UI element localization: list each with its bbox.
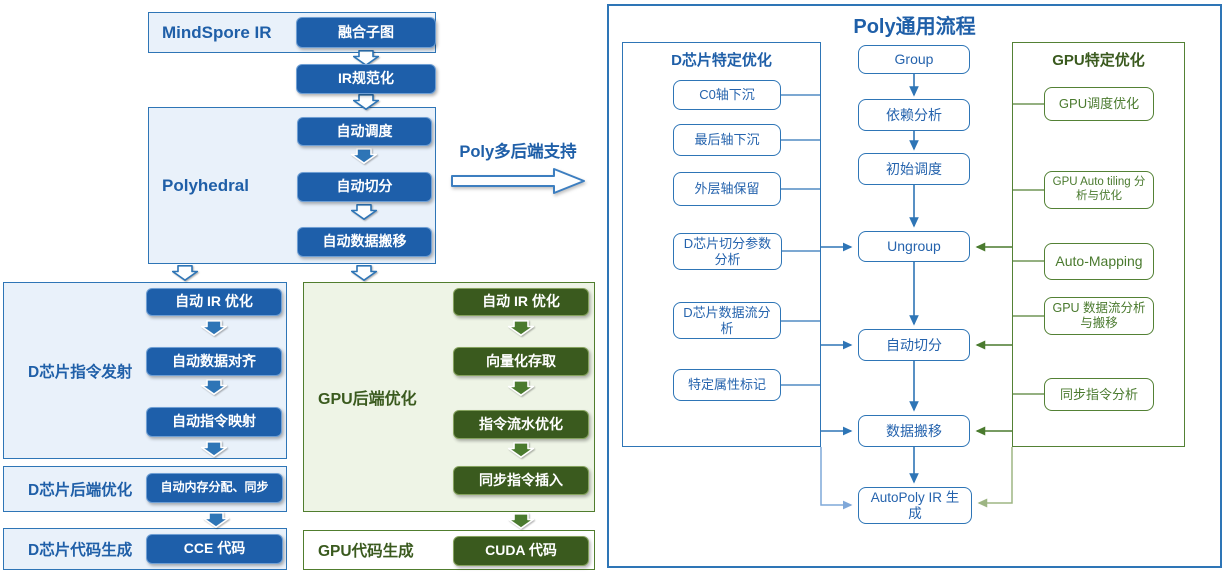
d-chip-backend-label: D芯片后端优化 xyxy=(28,482,133,499)
ungroup-box: Ungroup xyxy=(858,231,970,262)
polyhedral-label: Polyhedral xyxy=(162,175,249,195)
down-chevron-icon xyxy=(200,441,228,462)
down-chevron-icon xyxy=(507,513,535,534)
sync-instr-insert-node: 同步指令插入 xyxy=(453,466,589,495)
d-chip-codegen-label: D芯片代码生成 xyxy=(28,542,133,559)
cce-code-node: CCE 代码 xyxy=(146,534,283,564)
auto-tiling-node: 自动切分 xyxy=(297,172,432,202)
mindspore-ir-label: MindSpore IR xyxy=(162,22,272,42)
down-chevron-icon xyxy=(507,442,535,463)
auto-data-move-node: 自动数据搬移 xyxy=(297,227,432,257)
d-tiling-param-box: D芯片切分参数分析 xyxy=(673,233,782,270)
auto-tiling-box: 自动切分 xyxy=(858,329,970,361)
cuda-code-node: CUDA 代码 xyxy=(453,536,589,566)
c0-axis-sink-box: C0轴下沉 xyxy=(673,80,781,110)
fused-subgraph-node: 融合子图 xyxy=(296,17,436,48)
d-dataflow-box: D芯片数据流分析 xyxy=(673,302,781,339)
auto-mapping-box: Auto-Mapping xyxy=(1044,243,1154,280)
auto-schedule-node: 自动调度 xyxy=(297,117,432,146)
gpu-auto-ir-opt-node: 自动 IR 优化 xyxy=(453,288,589,316)
poly-flow-title: Poly通用流程 xyxy=(853,16,976,38)
data-move-box: 数据搬移 xyxy=(858,415,970,447)
down-chevron-icon xyxy=(350,204,378,225)
gpu-backend-label: GPU后端优化 xyxy=(318,391,417,408)
down-chevron-icon xyxy=(202,512,230,533)
down-chevron-icon xyxy=(507,380,535,401)
instr-pipeline-opt-node: 指令流水优化 xyxy=(453,410,589,439)
d-chip-emit-label: D芯片指令发射 xyxy=(28,363,133,381)
auto-ir-opt-node: 自动 IR 优化 xyxy=(146,288,282,316)
poly-multi-backend-label: Poly多后端支持 xyxy=(459,143,577,161)
down-chevron-icon xyxy=(200,320,228,341)
down-chevron-icon xyxy=(200,379,228,400)
specific-attr-mark-box: 特定属性标记 xyxy=(673,369,781,401)
group-box: Group xyxy=(858,45,970,74)
down-chevron-icon xyxy=(352,50,380,71)
down-chevron-icon xyxy=(350,148,378,169)
initial-schedule-box: 初始调度 xyxy=(858,153,970,185)
gpu-codegen-label: GPU代码生成 xyxy=(318,543,414,560)
gpu-specific-header: GPU特定优化 xyxy=(1052,52,1145,69)
down-chevron-icon xyxy=(352,94,380,115)
gpu-dataflow-move-box: GPU 数据流分析与搬移 xyxy=(1044,297,1154,335)
dependency-analysis-box: 依赖分析 xyxy=(858,99,970,131)
last-axis-sink-box: 最后轴下沉 xyxy=(673,124,781,156)
right-arrow-icon xyxy=(451,166,587,201)
gpu-auto-tiling-box: GPU Auto tiling 分析与优化 xyxy=(1044,171,1154,209)
gpu-schedule-opt-box: GPU调度优化 xyxy=(1044,87,1154,121)
down-chevron-icon xyxy=(507,320,535,341)
d-specific-header: D芯片特定优化 xyxy=(671,52,772,69)
sync-instr-analysis-box: 同步指令分析 xyxy=(1044,378,1154,411)
down-chevron-icon xyxy=(171,265,199,286)
auto-data-align-node: 自动数据对齐 xyxy=(146,347,282,376)
ir-normalize-node: IR规范化 xyxy=(296,64,436,94)
auto-mem-sync-node: 自动内存分配、同步 xyxy=(146,473,283,503)
auto-instr-map-node: 自动指令映射 xyxy=(146,407,282,437)
down-chevron-icon xyxy=(350,265,378,286)
outer-axis-keep-box: 外层轴保留 xyxy=(673,172,781,206)
autopoly-ir-gen-box: AutoPoly IR 生成 xyxy=(858,487,972,524)
vectorized-access-node: 向量化存取 xyxy=(453,347,589,376)
